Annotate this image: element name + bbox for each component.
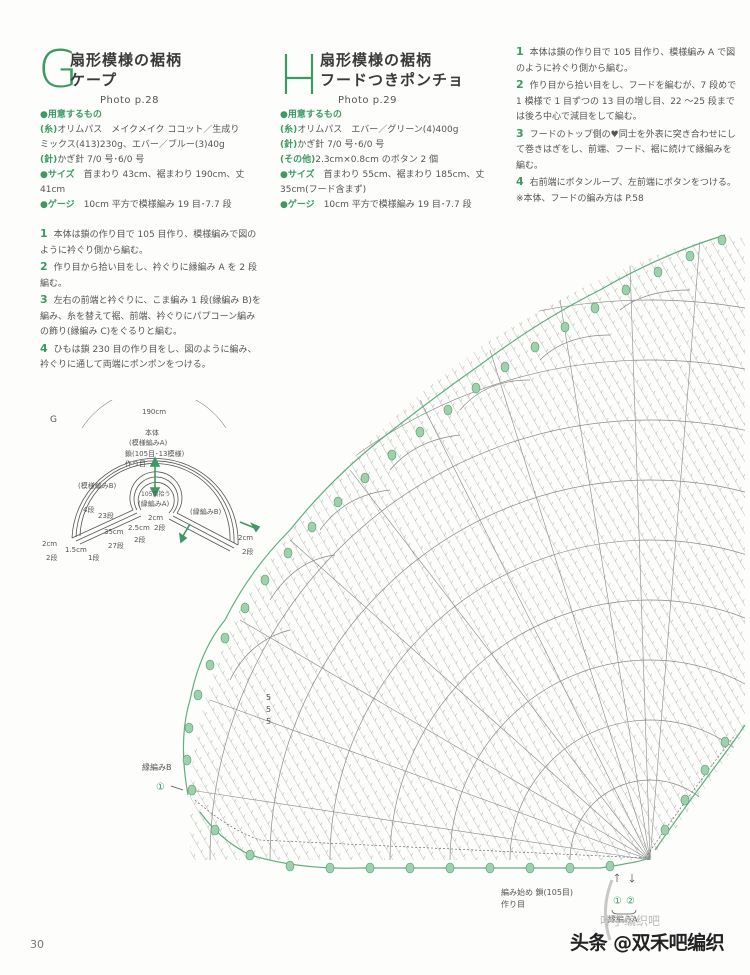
marker-2: ②: [626, 896, 635, 907]
page-number: 30: [30, 938, 44, 951]
len-35: 35cm: [104, 528, 124, 536]
len-2-5: 2.5cm: [128, 524, 150, 532]
chain-info: 鎖(105目･13模様): [125, 449, 184, 458]
size-value: 首まわり 43cm、裾まわり 190cm、丈: [83, 170, 245, 180]
section-g-photo-ref: Photo p.28: [100, 95, 159, 106]
section-g-subtitle: ケープ: [70, 71, 118, 89]
size-value: 首まわり 55cm、裾まわり 185cm、丈: [323, 170, 485, 180]
len-2-center: 2cm: [148, 514, 163, 522]
size-value-cont: 41cm: [40, 185, 66, 195]
rows-23: 23段: [98, 511, 114, 520]
section-h-title: 扇形模様の裾柄: [320, 51, 433, 69]
row-mark: 5: [266, 717, 271, 726]
rows-2b: 2段: [154, 523, 165, 532]
yarn-label: (糸): [280, 125, 298, 135]
section-g-letter: G: [38, 40, 79, 100]
section-g-title: 扇形模様の裾柄: [70, 51, 183, 69]
rows-27: 27段: [108, 541, 124, 550]
dim-width: 190cm: [142, 408, 166, 416]
gauge-value: 10cm 平方で模様編み 19 目･7.7 段: [323, 200, 472, 210]
section-g-materials: ●用意するもの (糸)オリムパス メイクメイク ココット／生成り ミックス(41…: [40, 108, 270, 213]
gauge-value: 10cm 平方で模様編み 19 目･7.7 段: [83, 200, 232, 210]
marker-1: ①: [156, 782, 165, 793]
rows-2c: 2段: [46, 553, 57, 562]
start-label: 編み始め 鎖(105目): [501, 887, 573, 897]
schematic-label: G: [50, 415, 57, 425]
len-1-5: 1.5cm: [65, 546, 87, 554]
yarn-value-cont: ミックス(413)230g、エバー／ブルー(3)40g: [40, 140, 225, 150]
edge-b-right: (縁編みB): [190, 507, 222, 516]
section-h-subtitle: フードつきポンチョ: [320, 71, 465, 89]
watermark-ghost: 叶子编织吧: [600, 914, 661, 928]
watermark: 头条 @双禾吧编织: [570, 932, 725, 954]
size-label: ●サイズ: [280, 170, 315, 180]
hook-value: かぎ針 7/0 号･6/0 号: [297, 140, 385, 150]
size-value-cont: 35cm(フード含まず): [280, 185, 367, 195]
rows-1: 1段: [88, 553, 99, 562]
size-label: ●サイズ: [40, 170, 75, 180]
section-h-materials: ●用意するもの (糸)オリムパス エバー／グリーン(4)400g (針)かぎ針 …: [280, 108, 510, 213]
marker-1b: ①: [613, 896, 622, 907]
len-2-left: 2cm: [42, 540, 57, 548]
pickup-label: 105目拾う: [141, 490, 170, 498]
body-pattern: (模様編みA): [129, 438, 168, 447]
section-h-photo-ref: Photo p.29: [338, 95, 397, 106]
rows-2a: 2段: [134, 535, 145, 544]
rows-2d: 2段: [242, 547, 253, 556]
len-2-right: 2cm: [238, 534, 253, 542]
row-mark: 5: [266, 705, 271, 714]
yarn-label: (糸): [40, 125, 58, 135]
edge-b-left: (模様編みB): [78, 481, 117, 490]
hook-value: かぎ針 7/0 号･6/0 号: [57, 155, 145, 165]
edge-a-label: 縁編みA: [608, 914, 638, 924]
section-h-letter-icon: [284, 54, 314, 94]
note: ※本体、フードの編み方は P.58: [516, 193, 644, 204]
hook-label: (針): [280, 140, 298, 150]
edge-a-label: (縁編みA): [138, 499, 170, 508]
yarn-value: オリムパス メイクメイク ココット／生成り: [57, 125, 240, 135]
schematic-g-diagram: G 190cm 本体 (模様編みA) 鎖(105目･13模様) 作り目 (模様編…: [42, 400, 261, 562]
rows-4: 4段: [83, 505, 94, 514]
other-label: (その他): [280, 155, 316, 165]
row-mark: 5: [266, 693, 271, 702]
body-label: 本体: [145, 428, 159, 437]
materials-heading: ●用意するもの: [40, 110, 102, 120]
gauge-label: ●ゲージ: [280, 200, 315, 210]
hook-label: (針): [40, 155, 58, 165]
yarn-value: オリムパス エバー／グリーン(4)400g: [297, 125, 459, 135]
materials-heading: ●用意するもの: [280, 110, 342, 120]
edge-b-label: 縁編みB: [142, 762, 172, 772]
start-sub-label: 作り目: [501, 899, 525, 909]
other-value: 2.3cm×0.8cm のボタン 2 個: [315, 155, 439, 165]
chain-label: 作り目: [125, 459, 146, 468]
gauge-label: ●ゲージ: [40, 200, 75, 210]
